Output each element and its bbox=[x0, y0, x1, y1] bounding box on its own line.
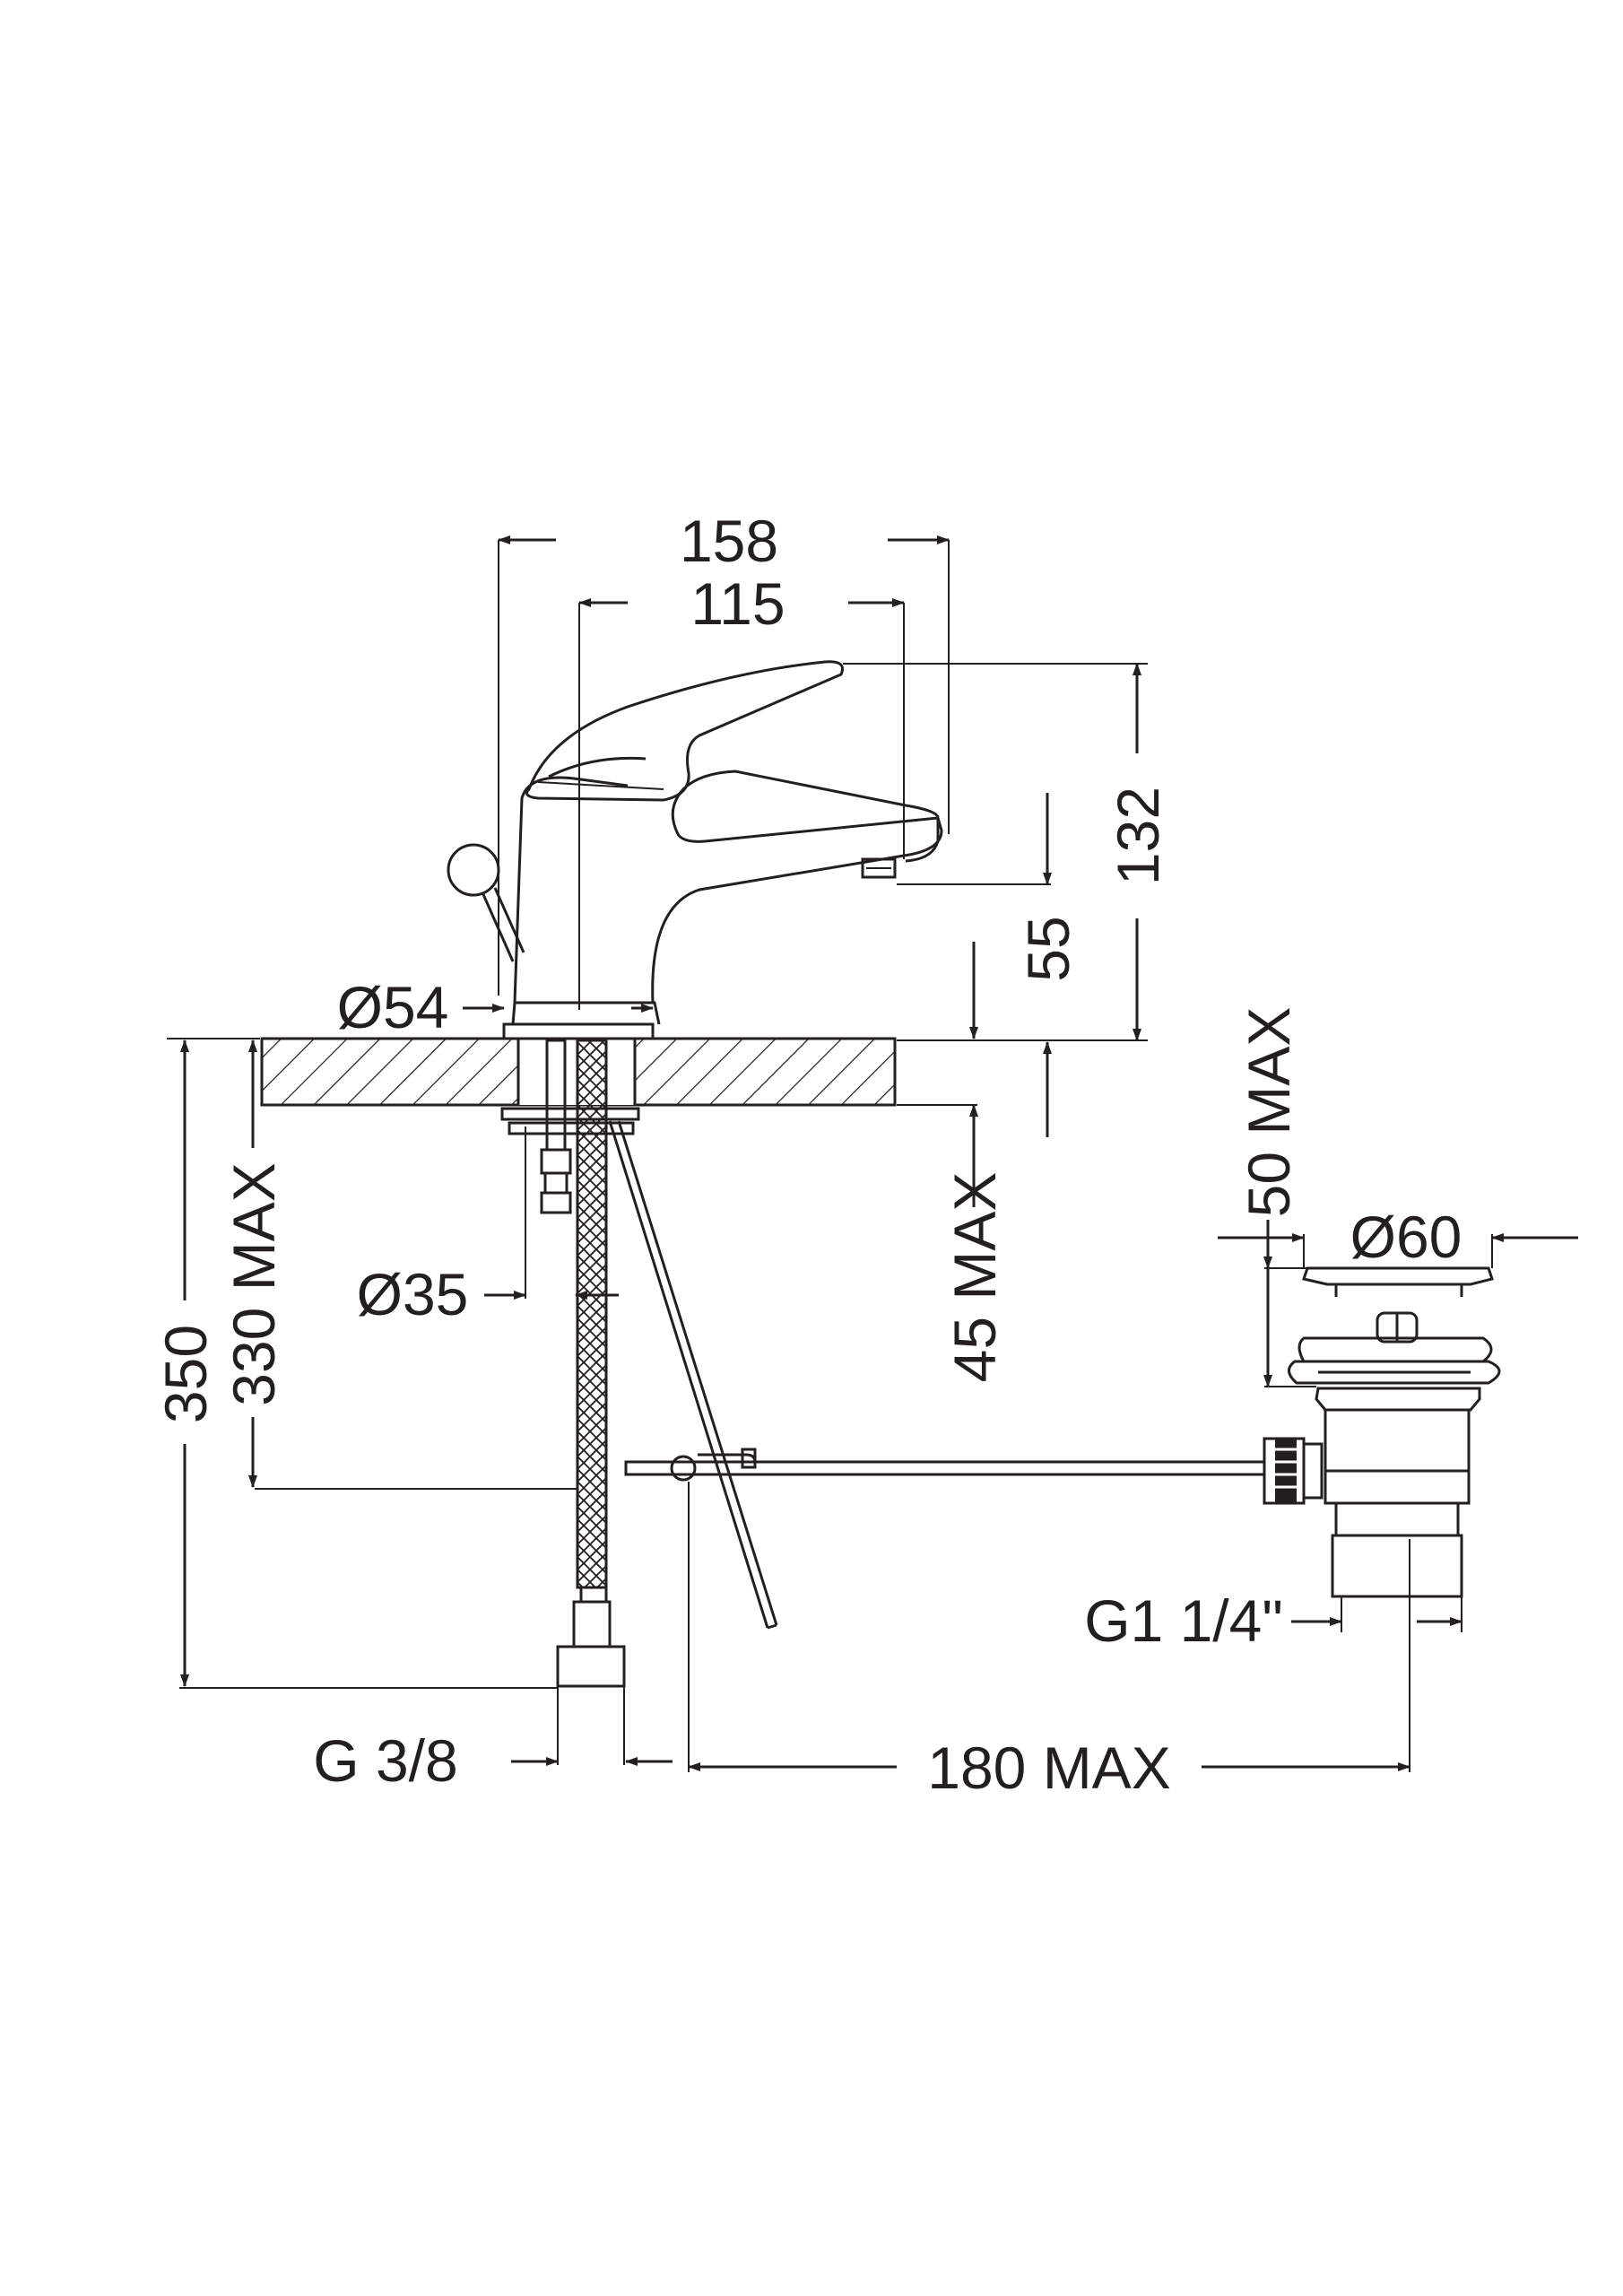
dim-hose-thread: G 3/8 bbox=[313, 1727, 457, 1794]
dim-180-max: 180 MAX bbox=[927, 1735, 1170, 1801]
dim-50-max: 50 MAX bbox=[1236, 1007, 1302, 1218]
dim-115: 115 bbox=[690, 570, 785, 637]
mixer-body bbox=[447, 660, 943, 1040]
dim-158: 158 bbox=[680, 508, 778, 574]
dim-base-diameter: Ø54 bbox=[337, 974, 449, 1040]
waste-linkage bbox=[624, 1437, 1324, 1505]
dim-waste-thread: G1 1/4" bbox=[1084, 1587, 1283, 1654]
dim-waste-diameter: Ø60 bbox=[1350, 1204, 1462, 1270]
dim-132: 132 bbox=[1105, 787, 1171, 885]
dim-55: 55 bbox=[1015, 916, 1081, 981]
dim-350: 350 bbox=[152, 1325, 219, 1423]
dimension-lines bbox=[167, 535, 1578, 1772]
dim-45-max: 45 MAX bbox=[942, 1172, 1008, 1383]
pop-up-waste bbox=[1288, 1266, 1501, 1598]
dim-330-max: 330 MAX bbox=[221, 1162, 287, 1405]
under-counter-fittings bbox=[500, 1039, 778, 1688]
dim-hose-diameter: Ø35 bbox=[357, 1261, 469, 1327]
